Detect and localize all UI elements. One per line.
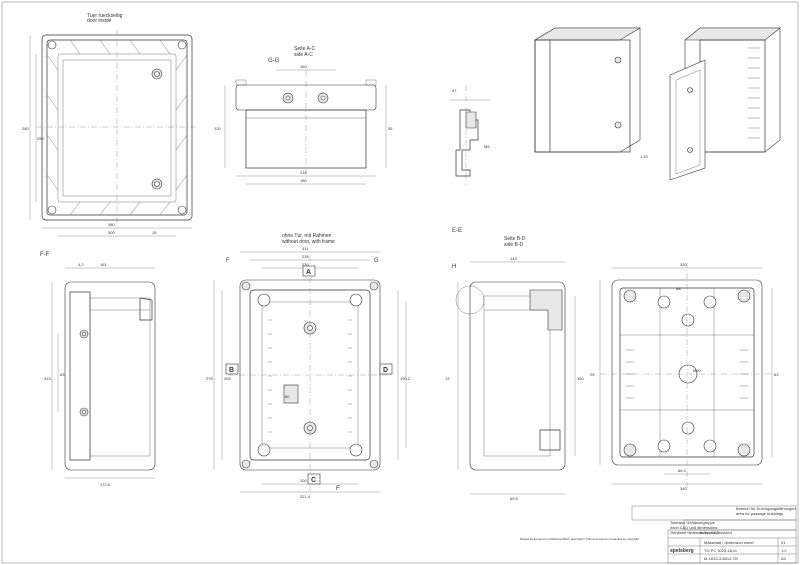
front-note-1: ohne Tür, mit Rahmen xyxy=(282,233,332,239)
title-note-2: area for passage bushings xyxy=(736,511,783,516)
dim-bottom-inner: 63 xyxy=(774,372,779,377)
dim-bd-depth: 143 xyxy=(510,256,517,261)
title-spec-1: Toleranz Gehäusegruppe xyxy=(670,520,716,525)
dim-ff-hinge: 83 xyxy=(60,372,65,377)
view-side-ac xyxy=(224,69,387,185)
marker-f-bottom: F xyxy=(336,486,340,492)
marker-c-box xyxy=(307,473,321,485)
part-number: M-1633-3-8012-TB xyxy=(704,556,738,561)
dim-bottom-knockout: M20 xyxy=(693,368,702,373)
marker-f-top: F xyxy=(226,258,230,264)
doc-title: Massblatt / dimension sheet xyxy=(704,540,754,545)
scale-label: 1:2 xyxy=(781,548,787,553)
dim-bottom-spacing: 86,3 xyxy=(678,468,687,473)
view-iso-closed xyxy=(533,27,642,153)
dim-front-inner: 230 xyxy=(302,262,309,267)
dim-bd-height: 150 xyxy=(577,376,584,381)
sheet-size: A3 xyxy=(781,556,787,561)
dim-front-inner-h: 190,2 xyxy=(400,376,411,381)
dim-bottom-height: 25 xyxy=(590,372,595,377)
dim-bd-base: 69,5 xyxy=(510,496,519,501)
marker-g: G xyxy=(374,258,379,264)
view-section-detail xyxy=(450,85,490,185)
marker-d-box xyxy=(379,363,393,375)
marker-b-box xyxy=(225,363,239,375)
side-bd-label: Seite B-D xyxy=(504,236,526,242)
dim-bottom-width: 320 xyxy=(680,262,687,267)
marker-a: A xyxy=(306,269,311,276)
dim-ac-width: 210 xyxy=(300,170,307,175)
dim-ac-inner: 180 xyxy=(300,178,307,183)
dim-bottom-base: 340 xyxy=(680,486,687,491)
dim-bottom-hole: ø8 xyxy=(676,286,681,291)
dim-bd-outer: 13 xyxy=(445,376,450,381)
marker-a-box xyxy=(302,265,316,277)
marker-d: D xyxy=(383,367,388,374)
marker-b: B xyxy=(229,367,234,374)
side-ac-label-en: side A-C xyxy=(294,52,313,58)
front-note-2: without door, with frame xyxy=(282,239,335,245)
dim-front-frame: 226 xyxy=(302,254,309,259)
doc-number: TG PC 3025-18-to xyxy=(704,548,737,553)
dim-front-mount: 200 xyxy=(300,478,307,483)
dim-ff-base: 172,6 xyxy=(100,482,111,487)
revision: 01 xyxy=(781,540,786,545)
dim-detail-2: M5 xyxy=(484,144,490,149)
dim-ac-depth: 55 xyxy=(388,126,393,131)
dim-width-inner: 300 xyxy=(108,230,115,235)
dim-height-inner: 250 xyxy=(37,136,44,141)
detail-h-label: H xyxy=(452,264,456,270)
dim-front-height: 275 xyxy=(206,376,213,381)
side-ac-label: Seite A-C xyxy=(294,46,316,52)
dim-ac-height: 120 xyxy=(214,126,221,131)
view-front-no-door xyxy=(213,251,407,495)
copyright-footer: Dieses Dokument ist urheberrechtlich ges… xyxy=(520,537,639,541)
dim-front-outer: 311 xyxy=(302,246,309,251)
view-door-inside xyxy=(29,30,198,237)
dim-ff-depth: 161 xyxy=(100,262,107,267)
iso-scale: 1:10 xyxy=(640,154,649,159)
dim-ff-small: 4,2 xyxy=(78,262,84,267)
dim-front-base: 221,4 xyxy=(300,494,311,499)
dim-ac-top: 160 xyxy=(300,64,307,69)
title-spec-4: in the CAD xyxy=(700,530,719,535)
title-note-1: Bereich für Durchgangsöffnungen xyxy=(736,506,796,511)
dim-front-frame-h: 265 xyxy=(224,376,231,381)
company-logo: spelsberg xyxy=(670,548,694,554)
top-note-2: door inside xyxy=(87,18,112,24)
title-spec-2: nach CAD und dimensions xyxy=(670,525,717,530)
title-block xyxy=(631,505,797,564)
dim-front-center: 80 xyxy=(285,394,290,399)
marker-c: C xyxy=(311,477,316,484)
dim-offset: 15 xyxy=(152,230,157,235)
side-bd-label-en: side B-D xyxy=(504,242,524,248)
dim-height-outer: 280 xyxy=(22,126,29,131)
top-note-1: Tuer rueckseitig xyxy=(87,13,123,19)
dim-detail-1: 47 xyxy=(452,88,457,93)
view-side-ff xyxy=(51,267,156,479)
section-label-gg: G-G xyxy=(268,58,280,64)
dim-width-outer: 360 xyxy=(108,222,115,227)
view-iso-open xyxy=(669,27,781,181)
title-spec-3: Gehäuse dimensions and provided xyxy=(670,530,732,535)
section-label-ff: F-F xyxy=(40,252,50,258)
dim-ff-height: 313 xyxy=(44,376,51,381)
section-label-ee: E-E xyxy=(452,228,462,234)
view-bottom-knockouts xyxy=(599,262,774,488)
view-side-bd xyxy=(455,261,576,495)
